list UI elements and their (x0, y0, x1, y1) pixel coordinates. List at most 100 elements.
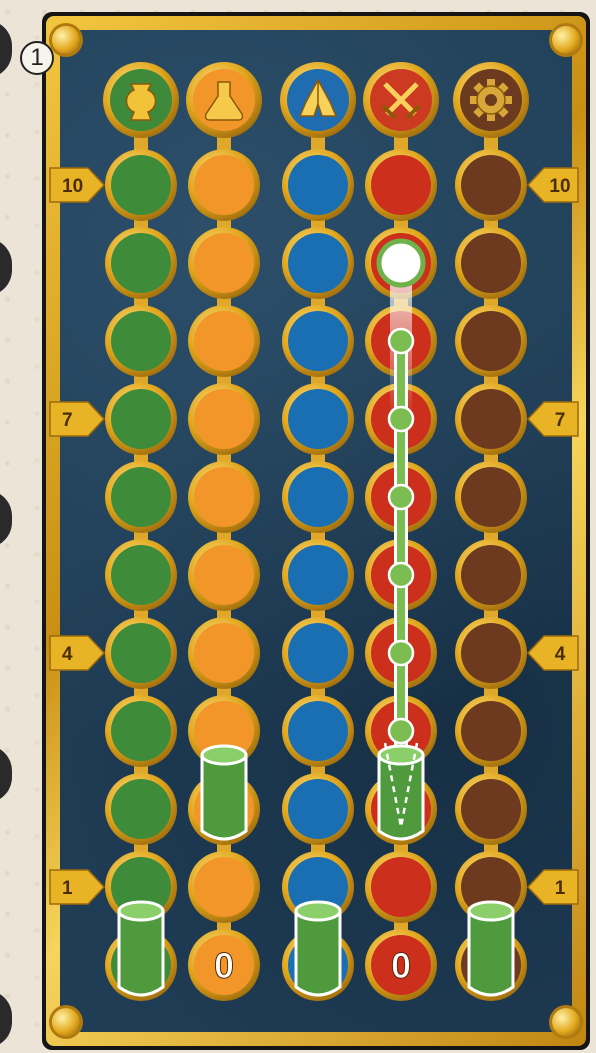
track-space-industry[interactable] (455, 149, 527, 221)
space-fill (111, 233, 171, 293)
path-destination (379, 241, 423, 285)
track-space-science[interactable] (188, 461, 260, 533)
path-waypoint (389, 407, 413, 431)
track-space-science[interactable] (188, 227, 260, 299)
space-fill (461, 623, 521, 683)
level-label-right: 10 (549, 176, 570, 197)
path-waypoint (389, 719, 413, 743)
zero-label: 0 (391, 945, 411, 986)
level-label-left: 10 (62, 176, 83, 197)
space-fill (288, 155, 348, 215)
track-space-culture[interactable] (105, 149, 177, 221)
track-header-culture (103, 62, 179, 138)
track-space-military[interactable] (365, 149, 437, 221)
track-space-industry[interactable] (455, 305, 527, 377)
track-header-military (363, 62, 439, 138)
level-label-left: 4 (62, 644, 73, 665)
level-tab-right (528, 402, 578, 436)
level-label-right: 7 (555, 410, 566, 431)
space-fill (194, 467, 254, 527)
space-fill (194, 311, 254, 371)
marker-body (379, 755, 423, 839)
marker-top (296, 902, 340, 920)
track-space-industry[interactable] (455, 773, 527, 845)
track-header-faith (280, 62, 356, 138)
player-marker-culture[interactable] (119, 902, 163, 995)
space-fill (371, 155, 431, 215)
track-space-faith[interactable] (282, 461, 354, 533)
space-fill (288, 701, 348, 761)
step-number-badge: 1 (20, 41, 54, 75)
track-space-industry[interactable] (455, 617, 527, 689)
player-marker-industry[interactable] (469, 902, 513, 995)
marker-top (469, 902, 513, 920)
track-space-culture[interactable] (105, 695, 177, 767)
track-space-faith[interactable] (282, 539, 354, 611)
path-waypoint (389, 485, 413, 509)
space-fill (194, 155, 254, 215)
level-tab-left (50, 636, 104, 670)
track-space-faith[interactable] (282, 383, 354, 455)
level-tab-left (50, 402, 104, 436)
track-space-science[interactable] (188, 851, 260, 923)
track-space-faith[interactable] (282, 305, 354, 377)
space-fill (194, 623, 254, 683)
space-fill (461, 701, 521, 761)
space-fill (461, 545, 521, 605)
track-space-culture[interactable] (105, 227, 177, 299)
space-fill (111, 545, 171, 605)
marker-top (119, 902, 163, 920)
space-fill (461, 779, 521, 839)
player-marker-science[interactable] (202, 746, 246, 839)
space-fill (111, 389, 171, 449)
space-fill (288, 545, 348, 605)
level-label-left: 1 (62, 878, 73, 899)
track-space-culture[interactable] (105, 617, 177, 689)
space-fill (111, 701, 171, 761)
marker-body (296, 911, 340, 995)
space-fill (288, 389, 348, 449)
track-space-industry[interactable] (455, 383, 527, 455)
space-fill (371, 857, 431, 917)
track-space-science[interactable] (188, 149, 260, 221)
track-space-industry[interactable] (455, 539, 527, 611)
level-tab-right (528, 870, 578, 904)
track-space-faith[interactable] (282, 617, 354, 689)
track-space-culture[interactable] (105, 773, 177, 845)
level-label-left: 7 (62, 410, 73, 431)
marker-body (119, 911, 163, 995)
space-fill (194, 233, 254, 293)
track-space-industry[interactable] (455, 227, 527, 299)
space-fill (461, 467, 521, 527)
player-marker-military[interactable] (379, 743, 423, 839)
track-space-culture[interactable] (105, 305, 177, 377)
track-space-science[interactable] (188, 305, 260, 377)
space-fill (111, 779, 171, 839)
space-fill (194, 857, 254, 917)
track-space-military[interactable] (365, 851, 437, 923)
zero-label: 0 (214, 945, 234, 986)
track-space-culture[interactable] (105, 539, 177, 611)
track-space-culture[interactable] (105, 461, 177, 533)
space-fill (461, 155, 521, 215)
track-header-industry (453, 62, 529, 138)
track-space-industry[interactable] (455, 461, 527, 533)
track-space-faith[interactable] (282, 773, 354, 845)
space-fill (288, 779, 348, 839)
track-space-faith[interactable] (282, 227, 354, 299)
player-marker-faith[interactable] (296, 902, 340, 995)
track-space-science[interactable] (188, 617, 260, 689)
track-space-faith[interactable] (282, 149, 354, 221)
level-tab-right (528, 636, 578, 670)
level-label-right: 1 (555, 878, 566, 899)
track-header-science (186, 62, 262, 138)
track-space-culture[interactable] (105, 383, 177, 455)
track-space-industry[interactable] (455, 695, 527, 767)
level-label-right: 4 (555, 644, 566, 665)
marker-top (202, 746, 246, 764)
track-space-faith[interactable] (282, 695, 354, 767)
track-space-science[interactable] (188, 539, 260, 611)
marker-body (469, 911, 513, 995)
space-fill (111, 155, 171, 215)
track-space-science[interactable] (188, 383, 260, 455)
